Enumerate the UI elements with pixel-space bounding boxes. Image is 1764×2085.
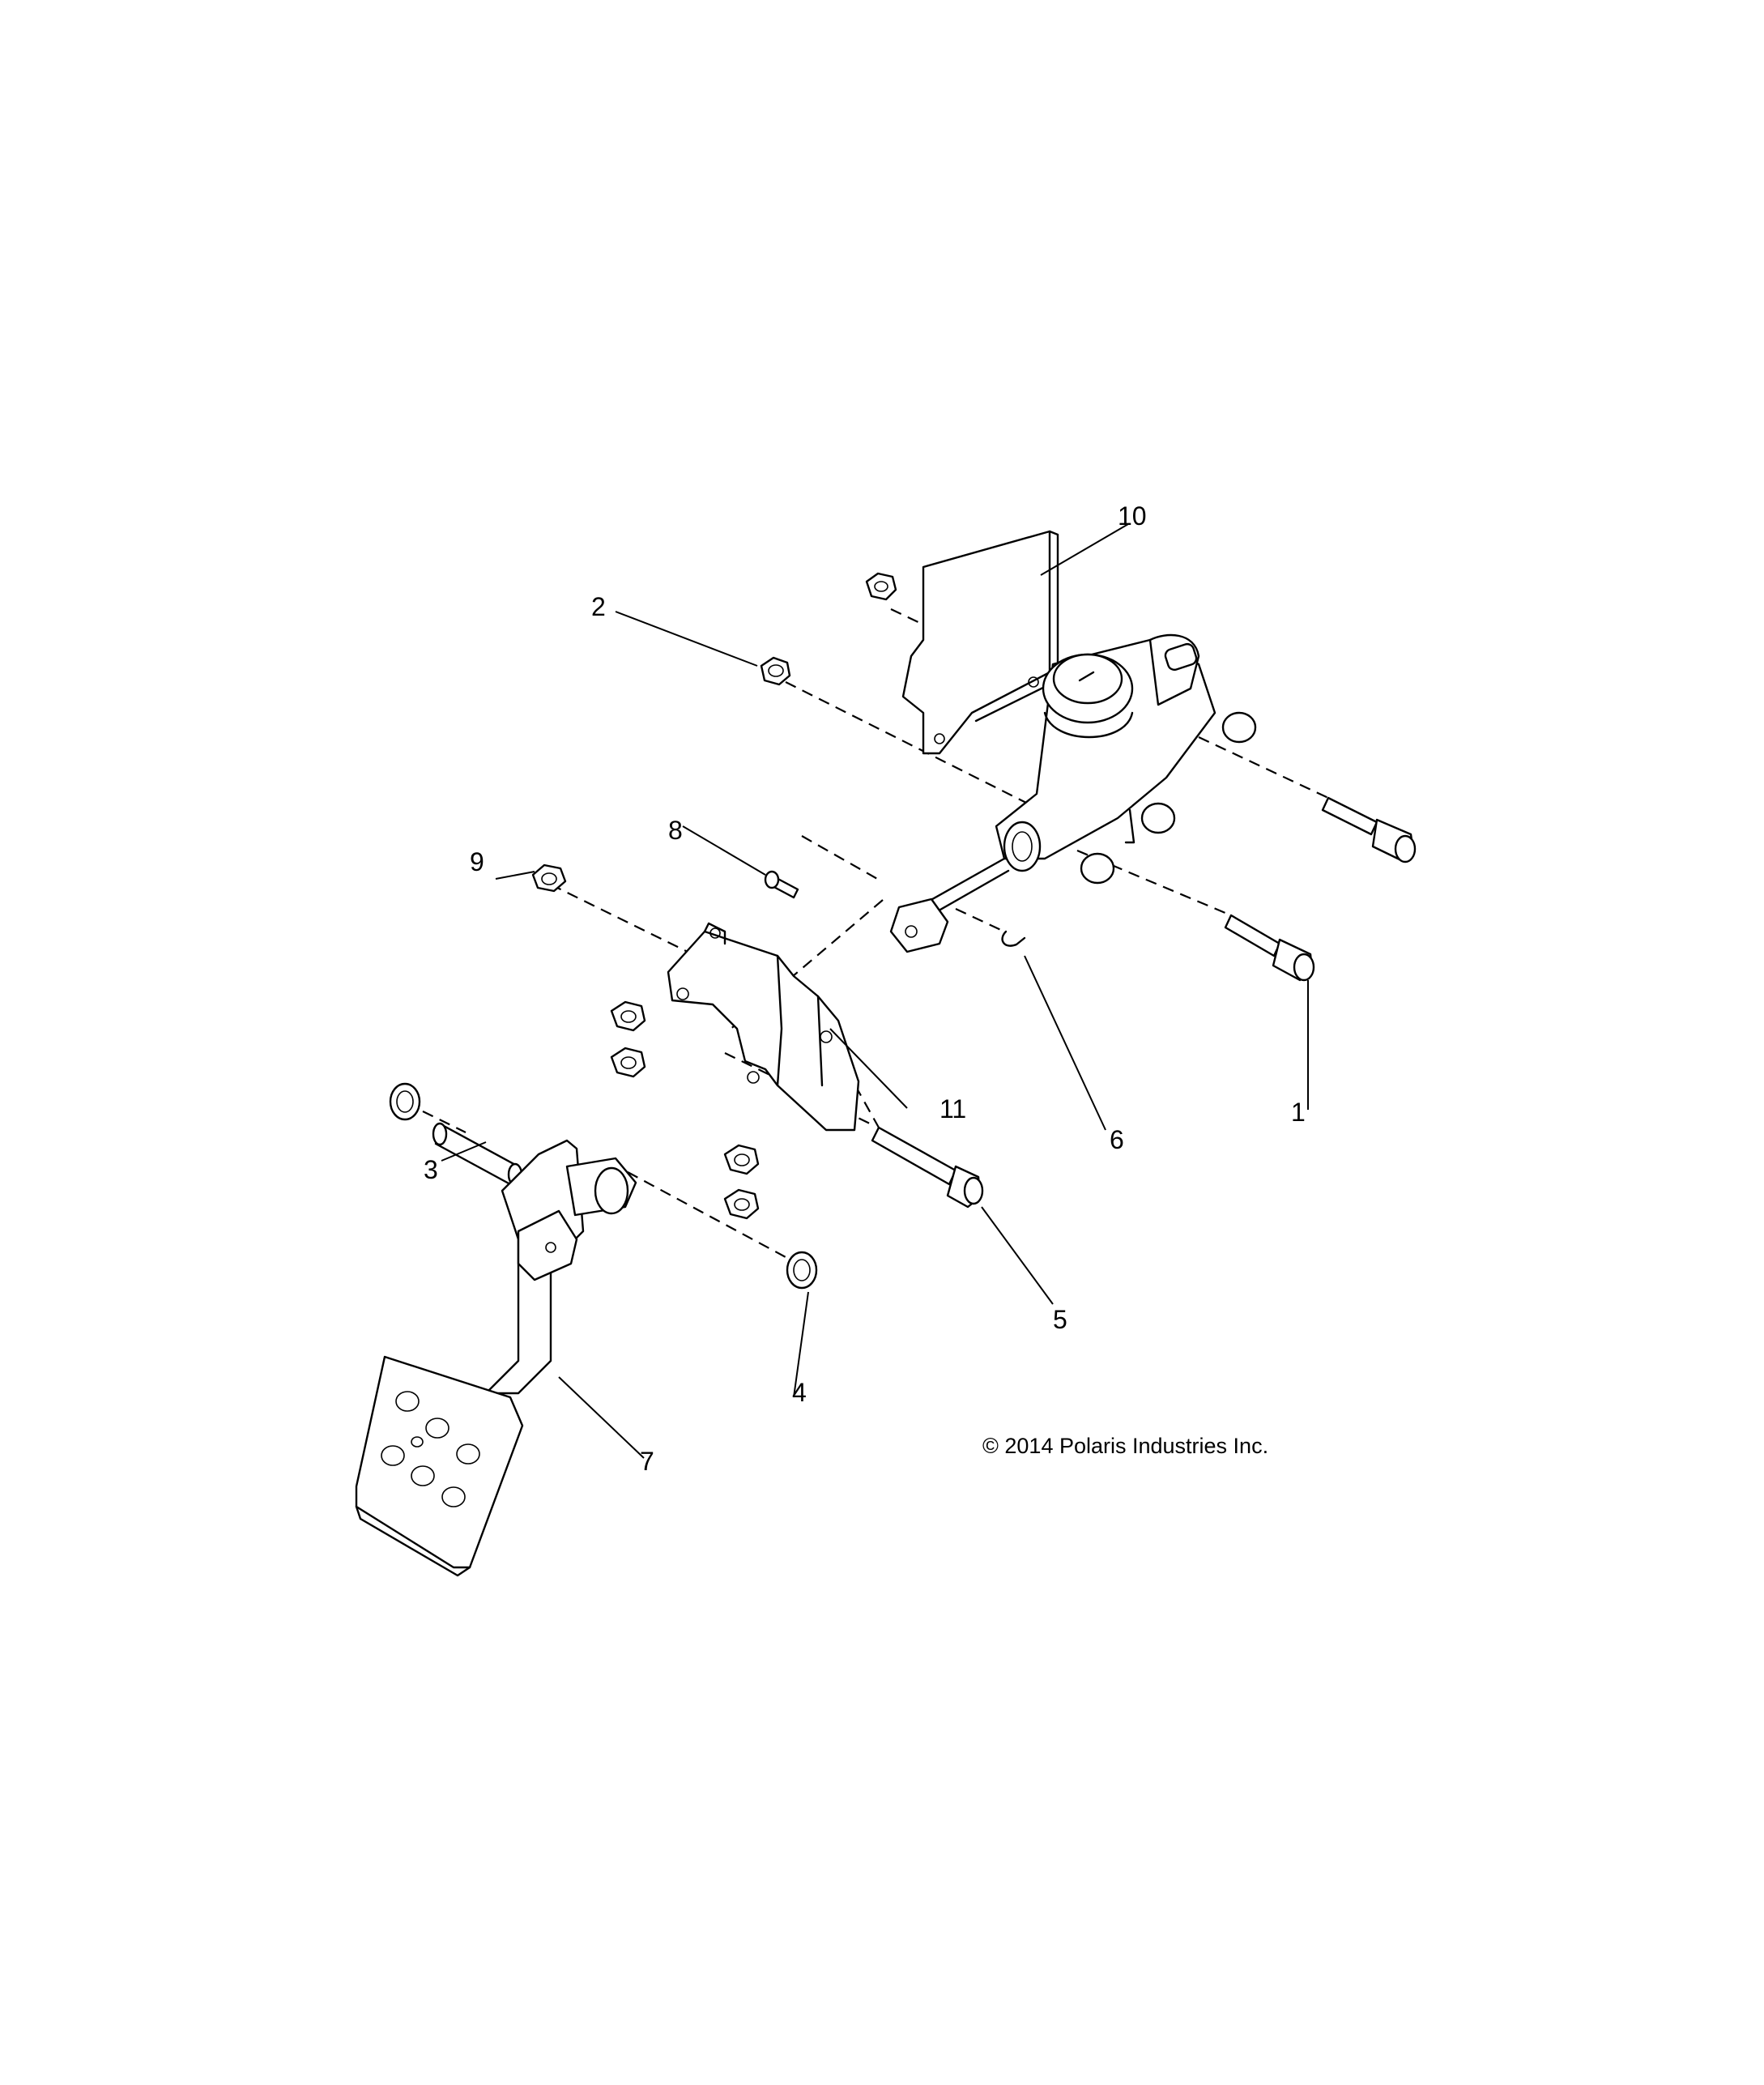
pivot-bolt: [871, 1126, 984, 1209]
brake-pedal-arm: [484, 1139, 637, 1395]
brake-pedal-pad: [355, 1355, 524, 1577]
clevis-pin: [764, 870, 799, 899]
bracket-nut-3: [723, 1144, 760, 1175]
heat-shield-plate: [901, 530, 1059, 755]
callout-7: 7: [640, 1447, 654, 1476]
callout-1: 1: [1291, 1098, 1306, 1127]
callout-3: 3: [424, 1155, 438, 1184]
bushing-washer-3: [389, 1082, 421, 1121]
bracket-nut-4: [723, 1188, 760, 1220]
master-cylinder: [914, 633, 1257, 921]
bracket-nut-2: [610, 1047, 646, 1078]
callout-11: 11: [940, 1094, 966, 1124]
flange-bolt-upper: [1321, 796, 1417, 863]
washer-4: [786, 1251, 818, 1290]
nut-9: [531, 863, 567, 893]
pedal-mount-bracket: [667, 922, 860, 1132]
callout-8: 8: [668, 816, 683, 845]
flange-nut-2: [760, 656, 791, 686]
bracket-nut-1: [610, 1000, 646, 1032]
callout-9: 9: [470, 847, 484, 876]
callout-labels: 10 2 8 9 11 1 6 3 5 4 7: [424, 501, 1306, 1476]
copyright-notice: © 2014 Polaris Industries Inc.: [982, 1434, 1268, 1458]
callout-5: 5: [1053, 1305, 1067, 1334]
flange-bolt-lower: [1224, 914, 1315, 982]
callout-10: 10: [1118, 501, 1147, 531]
callout-6: 6: [1110, 1125, 1124, 1154]
callout-4: 4: [792, 1378, 807, 1407]
retaining-clip: [1001, 930, 1026, 947]
pushrod-clevis: [889, 898, 949, 953]
leader-lines: [441, 523, 1309, 1459]
callout-2: 2: [591, 592, 606, 621]
shield-nut: [865, 572, 897, 601]
pivot-sleeve-3: [432, 1122, 523, 1187]
